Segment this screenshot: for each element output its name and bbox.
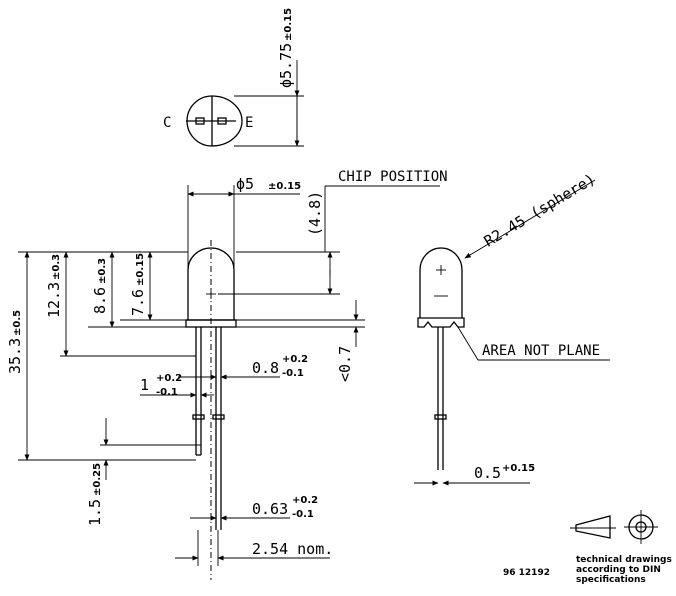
din-note-line3: specifications (576, 575, 646, 585)
length-12-tol: ±0.3 (51, 254, 62, 280)
overall-length-tol: ±0.5 (12, 310, 23, 336)
lead-thickness: 0.63 (252, 500, 288, 518)
top-label-c: C (163, 115, 171, 131)
side-diameter: ϕ5 (236, 175, 254, 193)
lead-step: 1.5 (86, 499, 104, 526)
end-radius: R2.45 (sphere) (481, 170, 599, 251)
lead-thickness-tol-plus: +0.2 (292, 495, 318, 506)
lead-width: 1 (140, 376, 149, 394)
length-12: 12.3 (45, 282, 63, 318)
end-view: R2.45 (sphere) AREA NOT PLANE 0.5 +0.15 (414, 170, 610, 486)
lead-spacing-upper: 0.8 (252, 359, 279, 377)
lead-step-tol: ±0.25 (92, 463, 103, 496)
lead-width-tol-plus: +0.2 (156, 373, 182, 384)
lead-spacing-upper-tol-minus: -0.1 (282, 368, 304, 379)
length-7: 7.6 (129, 289, 147, 316)
lead-spacing-upper-tol-plus: +0.2 (282, 354, 308, 365)
end-lead-dim-tol: +0.15 (502, 463, 535, 474)
chip-position-label: CHIP POSITION (338, 169, 448, 185)
end-lead-dim: 0.5 (474, 464, 501, 482)
length-8-tol: ±0.3 (97, 258, 108, 284)
overall-length: 35.3 (6, 338, 24, 374)
drawing-number: 96 12192 (503, 568, 550, 578)
lead-width-tol-minus: -0.1 (156, 387, 178, 398)
flange-dim: <0.7 (336, 346, 354, 382)
lead-thickness-tol-minus: -0.1 (292, 509, 314, 520)
area-not-plane: AREA NOT PLANE (482, 343, 600, 359)
side-view: ϕ5 ±0.15 CHIP POSITION (4.8) 35.3 ±0.5 1… (6, 169, 448, 580)
top-diameter: ϕ5.75 (277, 43, 295, 88)
din-note-line2: according to DIN (576, 565, 661, 575)
projection-symbol (570, 510, 658, 544)
side-diameter-tol: ±0.15 (268, 181, 301, 192)
top-view: C E ϕ5.75 ±0.15 (163, 8, 304, 147)
length-7-tol: ±0.15 (135, 253, 146, 286)
top-diameter-tol: ±0.15 (283, 8, 294, 41)
din-note-line1: technical drawings (576, 555, 672, 565)
top-label-e: E (245, 115, 253, 131)
pitch-dim: 2.54 nom. (252, 540, 333, 558)
chip-position-value: (4.8) (306, 191, 324, 236)
length-8: 8.6 (91, 287, 109, 314)
